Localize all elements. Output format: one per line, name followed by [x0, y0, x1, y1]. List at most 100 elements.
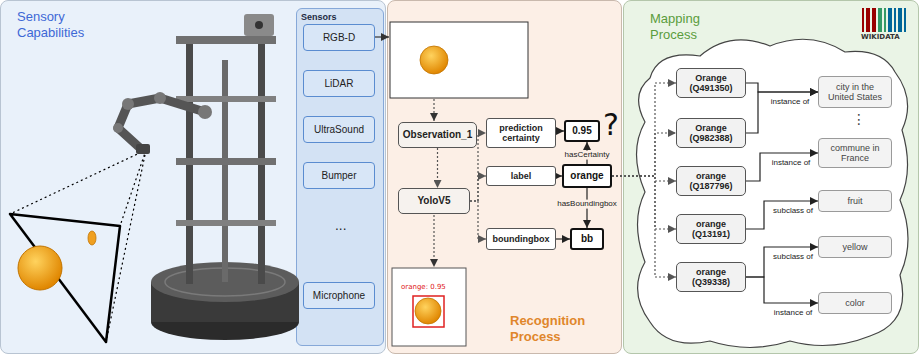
value-box: orange — [562, 164, 612, 188]
question-mark: ? — [603, 110, 619, 140]
robot-illustration — [113, 14, 299, 340]
property-box: label — [486, 166, 556, 186]
robot-illustration-part — [198, 105, 212, 119]
box-label: boundingbox — [490, 234, 552, 244]
robot-illustration-part — [122, 98, 134, 110]
box-label: city in the United States — [822, 82, 888, 103]
camera-frustum-part — [10, 150, 146, 214]
wikidata-logo-part — [878, 8, 882, 32]
entity-box: orange (Q187796) — [676, 166, 746, 196]
relation-arrow — [556, 130, 564, 131]
detection-image-part — [392, 268, 466, 346]
dotted-connector — [612, 83, 676, 176]
edge-label: hasCertainty — [563, 151, 612, 160]
class-box: color — [818, 292, 892, 314]
vertical-ellipsis: ⋮ — [852, 112, 866, 126]
value-box: bb — [570, 228, 604, 250]
camera-frustum — [10, 150, 146, 342]
process-box: YoloV5 — [398, 188, 470, 214]
edge-label: subclass of — [771, 253, 815, 262]
dotted-connector — [470, 133, 486, 201]
robot-illustration-part — [118, 98, 205, 148]
robot-illustration-part — [176, 36, 276, 44]
class-box: city in the United States — [818, 76, 892, 108]
box-label: Microphone — [307, 290, 371, 302]
entity-box: orange (Q39338) — [676, 262, 746, 292]
edge-label: instance of — [770, 159, 813, 168]
wikidata-logo — [862, 8, 906, 32]
relation-arrow — [746, 201, 818, 229]
relation-arrow — [746, 92, 818, 133]
relation-arrow — [556, 238, 570, 239]
camera-frustum-part — [10, 214, 120, 342]
class-box: fruit — [818, 190, 892, 212]
box-label: UltraSound — [307, 124, 371, 136]
wikidata-logo-part — [898, 8, 902, 32]
robot-illustration-part — [176, 220, 276, 226]
sensor-group-box: SensorsRGB-DLiDARUltraSoundBumperMicroph… — [296, 8, 384, 346]
dotted-connector — [437, 148, 438, 188]
box-label: Bumper — [307, 170, 371, 182]
dotted-connector — [612, 176, 676, 229]
relation-arrow — [746, 153, 818, 181]
box-label: Orange (Q491350) — [680, 73, 742, 94]
robot-illustration-part — [176, 158, 276, 165]
wikidata-logo-part — [894, 8, 896, 32]
cloud-outline — [637, 39, 909, 347]
panel-title: Sensory Capabilities — [17, 9, 101, 40]
orange-fruit-part — [18, 246, 62, 290]
relation-arrow — [746, 83, 818, 92]
camera-image-part — [420, 46, 448, 74]
box-label: commune in France — [822, 143, 888, 164]
edge-label: instance of — [769, 98, 812, 107]
robot-illustration-part — [244, 14, 274, 36]
entity-box: Orange (Q982388) — [676, 118, 746, 148]
box-label: 0.95 — [569, 125, 595, 137]
box-label: yellow — [822, 242, 888, 252]
dotted-connector — [470, 176, 486, 201]
relation-arrow — [746, 247, 818, 277]
property-box: boundingbox — [486, 228, 556, 250]
flow-arrows-part — [433, 215, 434, 267]
dotted-connector — [470, 201, 486, 239]
sensor-box: UltraSound — [303, 116, 375, 143]
robot-illustration-part — [136, 144, 150, 154]
robot-illustration-part — [113, 123, 123, 133]
robot-illustration-part — [154, 92, 166, 104]
box-label: Orange (Q982388) — [680, 123, 742, 144]
detection-label: orange: 0.95 — [401, 284, 446, 291]
sensor-box: Bumper — [303, 162, 375, 189]
robot-illustration-part — [255, 21, 263, 29]
box-label: fruit — [822, 196, 888, 206]
box-label: RGB-D — [307, 32, 371, 44]
value-box: 0.95 — [564, 120, 600, 142]
sensor-box: LiDAR — [303, 70, 375, 97]
flow-arrows-part — [375, 36, 389, 37]
box-label: prediction certainty — [490, 123, 552, 144]
wikidata-logo-part — [884, 8, 886, 32]
box-label: orange — [567, 170, 607, 182]
flow-arrows-part — [433, 99, 434, 121]
box-label: orange (Q187796) — [680, 171, 742, 192]
class-box: yellow — [818, 236, 892, 258]
dotted-connector — [612, 133, 676, 176]
box-label: YoloV5 — [402, 195, 466, 207]
camera-image-part — [390, 22, 528, 98]
panel-title: Mapping Process — [650, 11, 720, 42]
relation-arrow — [746, 277, 818, 303]
robot-illustration-part — [222, 60, 228, 282]
detection-image-part — [415, 298, 441, 324]
camera-frustum-part — [106, 150, 146, 342]
detection-image — [392, 268, 466, 346]
panel-title: Recognition Process — [510, 313, 606, 344]
orange-fruit-part — [88, 231, 96, 245]
process-box: Observation_1 — [398, 122, 477, 148]
sensor-box: Microphone — [303, 282, 375, 309]
dotted-connector — [612, 176, 676, 181]
box-label: LiDAR — [307, 78, 371, 90]
box-label: color — [822, 298, 888, 308]
detection-image-part — [413, 296, 444, 327]
box-label: bb — [575, 233, 599, 245]
